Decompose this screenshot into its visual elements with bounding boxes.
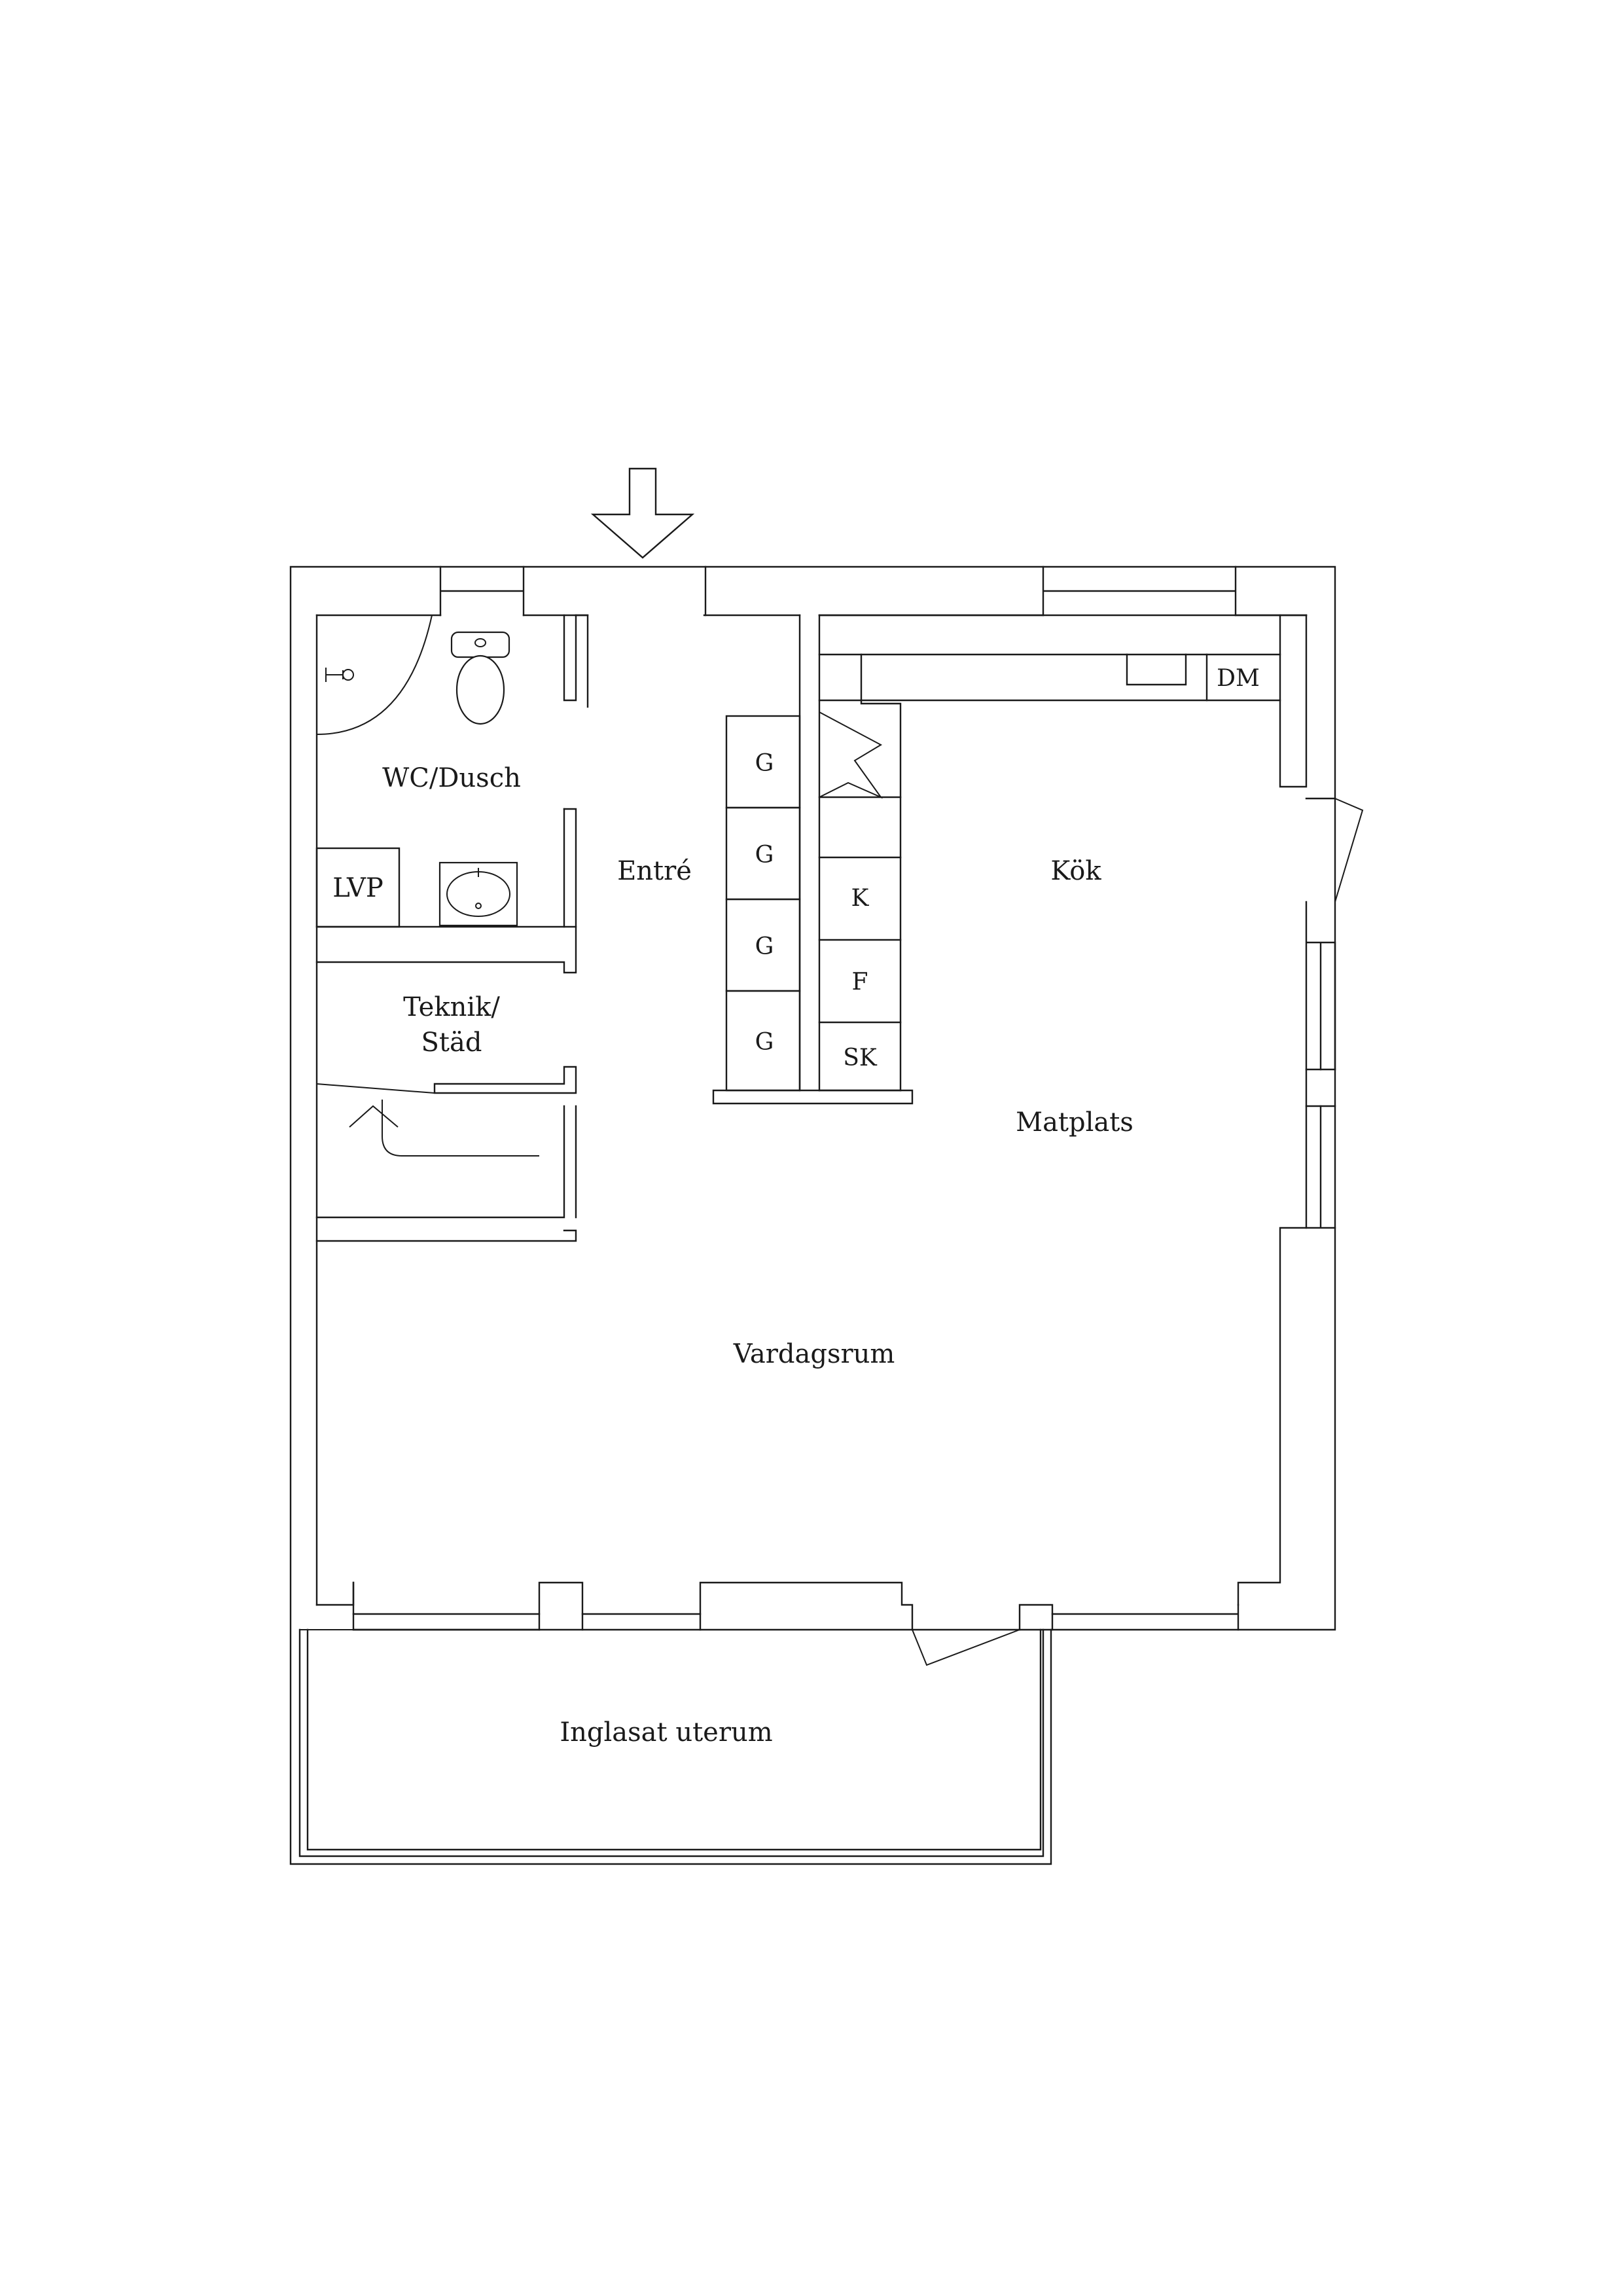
label-wardrobe-4: G — [755, 1029, 774, 1056]
label-f: F — [852, 969, 868, 996]
room-labels: WC/Dusch LVP Entré Teknik/ Städ Kök DM G… — [332, 665, 1260, 1748]
entrance-arrow-icon — [590, 467, 695, 559]
outer-walls — [289, 565, 1364, 1865]
label-teknik: Teknik/ — [403, 992, 500, 1022]
shower-head-icon — [325, 668, 344, 682]
label-inglasat-uterum: Inglasat uterum — [560, 1717, 772, 1748]
toilet-tank-icon — [450, 631, 510, 658]
stair-arrow-icon — [382, 1100, 539, 1157]
label-dm: DM — [1217, 665, 1260, 692]
label-wardrobe-1: G — [755, 750, 774, 777]
shower-icon — [316, 615, 433, 735]
chimney-icon — [819, 711, 883, 799]
stove-icon — [1126, 653, 1187, 686]
kitchen-counters — [712, 653, 1281, 1105]
stairs — [316, 1083, 539, 1157]
bathroom-fixtures — [315, 615, 518, 928]
label-wardrobe-2: G — [755, 842, 774, 869]
label-stad: Städ — [421, 1028, 482, 1058]
wardrobes — [725, 715, 801, 1092]
label-entre: Entré — [617, 856, 692, 886]
label-vardagsrum: Vardagsrum — [733, 1339, 895, 1369]
toilet-bowl-icon — [455, 655, 505, 725]
sunroom-walls — [298, 1628, 1044, 1857]
label-k: K — [851, 885, 870, 912]
label-kok: Kök — [1050, 856, 1101, 886]
interior-walls — [315, 614, 1308, 1242]
label-wc-dusch: WC/Dusch — [382, 763, 521, 793]
label-matplats: Matplats — [1016, 1107, 1133, 1138]
label-wardrobe-3: G — [755, 933, 774, 960]
label-sk: SK — [843, 1045, 878, 1071]
label-lvp: LVP — [332, 873, 383, 903]
